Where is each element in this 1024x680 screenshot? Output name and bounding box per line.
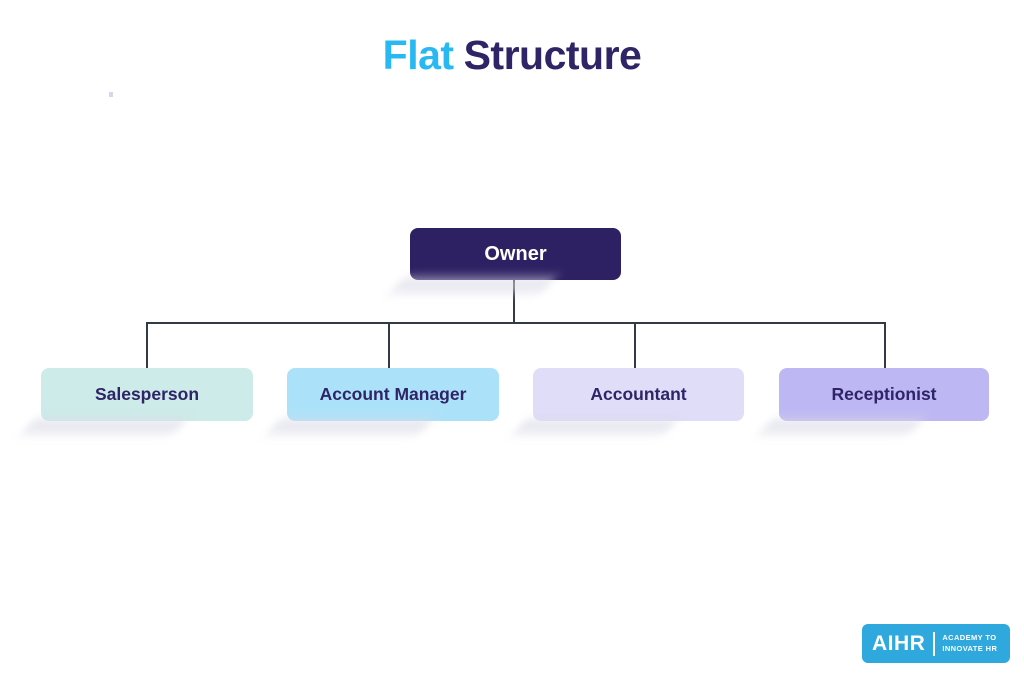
org-node-receptionist-label: Receptionist [831, 384, 937, 404]
aihr-logo-brand: AIHR [872, 631, 926, 655]
title-word-structure: Structure [463, 32, 642, 78]
title-word-flat: Flat [382, 32, 454, 78]
connector-accountant-vertical [634, 322, 636, 368]
aihr-logo-tagline-line1: ACADEMY TO [942, 633, 997, 643]
org-node-owner: Owner [410, 228, 621, 280]
org-node-account-manager: Account Manager [287, 368, 499, 421]
org-node-salesperson-label: Salesperson [94, 384, 200, 404]
connector-owner-vertical [513, 280, 515, 323]
aihr-logo-tagline-line2: INNOVATE HR [942, 643, 998, 653]
org-node-accountant-label: Accountant [590, 384, 687, 404]
org-node-accountant: Accountant [533, 368, 744, 421]
connector-horizontal [146, 322, 886, 324]
org-node-account-manager-label: Account Manager [319, 384, 467, 404]
connector-account-manager-vertical [388, 322, 390, 368]
aihr-logo-tagline: ACADEMY TO INNOVATE HR [942, 633, 997, 653]
org-node-salesperson: Salesperson [41, 368, 253, 421]
org-node-receptionist: Receptionist [779, 368, 989, 421]
connector-receptionist-vertical [884, 322, 886, 368]
aihr-logo-divider [933, 631, 936, 656]
aihr-logo: AIHR ACADEMY TO INNOVATE HR [862, 624, 1010, 663]
connector-salesperson-vertical [146, 322, 148, 368]
org-node-owner-label: Owner [484, 242, 547, 265]
stray-dot-artifact [109, 92, 113, 97]
